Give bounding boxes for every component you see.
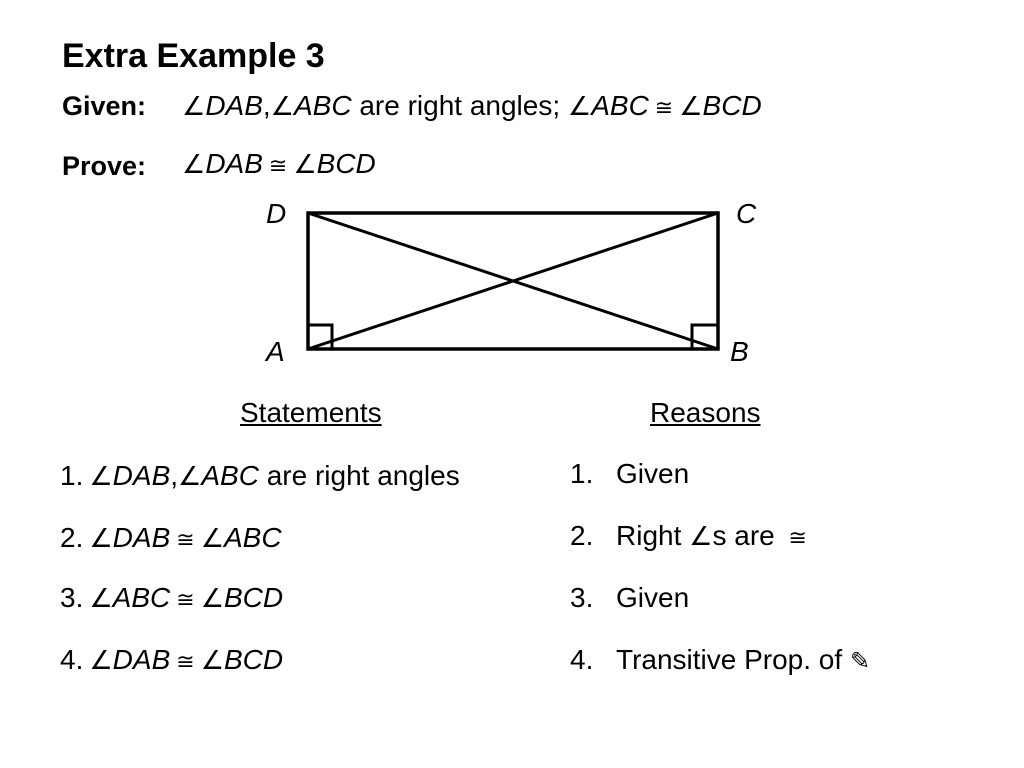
statement-angle: BCD xyxy=(224,644,284,675)
angle-symbol: ∠ xyxy=(182,149,206,179)
given-comma: , xyxy=(262,90,271,121)
angle-symbol: ∠ xyxy=(567,91,592,121)
congruent-symbol: ≅ xyxy=(176,587,195,612)
prove-label: Prove: xyxy=(62,151,147,181)
given-angle-4: BCD xyxy=(702,90,762,121)
statement-number: 4. xyxy=(60,644,84,675)
angle-symbol: ∠ xyxy=(89,583,113,613)
prove-angle-1: DAB xyxy=(205,148,263,179)
reason-4: 4. Transitive Prop. of ✎ xyxy=(570,642,870,680)
congruent-symbol: ≅ xyxy=(268,153,288,178)
vertex-label-c: C xyxy=(736,198,757,229)
vertex-label-a: A xyxy=(266,336,285,367)
given-angle-2: ABC xyxy=(293,90,352,121)
page-title: Extra Example 3 xyxy=(62,37,325,75)
statement-angle: DAB xyxy=(112,460,171,491)
angle-symbol: ∠ xyxy=(679,91,703,121)
statement-angle: DAB xyxy=(112,522,171,553)
statement-angle: ABC xyxy=(112,582,171,613)
given-angle-1: DAB xyxy=(205,90,263,121)
statement-angle: ABC xyxy=(224,522,282,553)
angle-symbol: ∠ xyxy=(293,149,317,179)
reason-number: 1. xyxy=(570,458,594,489)
congruent-symbol: ≅ xyxy=(654,95,674,120)
statement-number: 3. xyxy=(60,582,84,613)
statement-2: 2.∠DAB≅∠ABC xyxy=(60,520,282,558)
given-mid-text: are right angles; xyxy=(351,90,568,121)
rectangle-abcd xyxy=(306,211,720,351)
statement-angle: DAB xyxy=(112,644,171,675)
given-statement: ∠DAB,∠ABC are right angles; ∠ABC≅∠BCD xyxy=(182,88,762,126)
angle-symbol: ∠ xyxy=(89,523,113,553)
reasons-header: Reasons xyxy=(650,397,761,428)
right-angle-mark-b xyxy=(690,323,718,349)
reason-text-post: s are xyxy=(712,520,783,551)
pencil-icon: ✎ xyxy=(849,648,871,675)
congruent-symbol: ≅ xyxy=(176,649,195,674)
angle-symbol: ∠ xyxy=(89,461,113,491)
reason-text: Given xyxy=(616,582,690,613)
angle-symbol: ∠ xyxy=(89,645,113,675)
prove-statement: ∠DAB≅∠BCD xyxy=(182,146,376,184)
statement-angle: ABC xyxy=(201,460,259,491)
statement-sep: , xyxy=(170,460,179,491)
diagonal-ac xyxy=(307,211,719,351)
statement-tail: are right angles xyxy=(258,460,460,491)
congruent-symbol: ≅ xyxy=(788,525,807,550)
reason-number: 4. xyxy=(570,644,594,675)
angle-symbol: ∠ xyxy=(200,583,224,613)
angle-symbol: ∠ xyxy=(178,461,202,491)
angle-symbol: ∠ xyxy=(270,91,294,121)
congruent-symbol: ≅ xyxy=(176,527,195,552)
vertex-label-b: B xyxy=(730,336,749,367)
angle-symbol: ∠ xyxy=(200,645,224,675)
angle-symbol: ∠ xyxy=(182,91,206,121)
reason-text-pre: Right xyxy=(616,520,690,551)
statements-header: Statements xyxy=(240,397,382,428)
angle-symbol: ∠ xyxy=(200,523,224,553)
reason-1: 1. Given xyxy=(570,456,689,492)
vertex-label-d: D xyxy=(266,198,287,229)
statement-number: 2. xyxy=(60,522,84,553)
statement-3: 3.∠ABC≅∠BCD xyxy=(60,580,283,618)
reason-2: 2. Right ∠s are ≅ xyxy=(570,518,813,556)
reason-text: Transitive Prop. of xyxy=(616,644,850,675)
reason-text: Given xyxy=(616,458,690,489)
statement-1: 1.∠DAB,∠ABC are right angles xyxy=(60,458,460,494)
right-angle-mark-a xyxy=(308,323,334,349)
statement-4: 4.∠DAB≅∠BCD xyxy=(60,642,283,680)
reason-number: 2. xyxy=(570,520,594,551)
statement-number: 1. xyxy=(60,460,84,491)
reason-3: 3. Given xyxy=(570,580,689,616)
reason-number: 3. xyxy=(570,582,594,613)
statement-angle: BCD xyxy=(224,582,284,613)
prove-angle-2: BCD xyxy=(316,148,376,179)
angle-symbol: ∠ xyxy=(689,521,713,551)
given-angle-3: ABC xyxy=(591,90,649,121)
given-label: Given: xyxy=(62,91,147,121)
